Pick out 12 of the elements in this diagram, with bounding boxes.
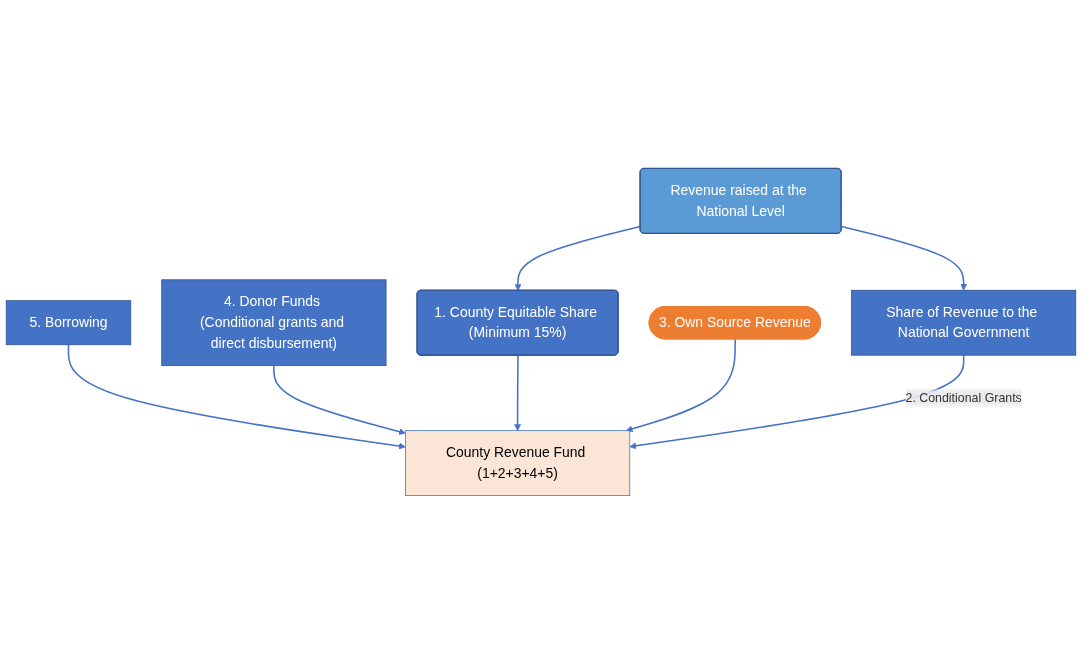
node-box: Share of Revenue to the National Government	[851, 289, 1077, 356]
arrow	[629, 354, 965, 450]
arrow	[273, 364, 406, 435]
node-box: 5. Borrowing	[5, 300, 132, 346]
edge-label: 2. Conditional Grants	[905, 391, 1022, 405]
arrow	[67, 344, 406, 450]
node-box: 4. Donor Funds (Conditional grants and direct disbursement)	[161, 279, 387, 367]
node-box: County Revenue Fund (1+2+3+4+5)	[405, 430, 631, 496]
arrow	[514, 354, 521, 431]
arrow	[514, 225, 642, 291]
arrow	[840, 225, 968, 291]
arrow	[625, 338, 736, 433]
